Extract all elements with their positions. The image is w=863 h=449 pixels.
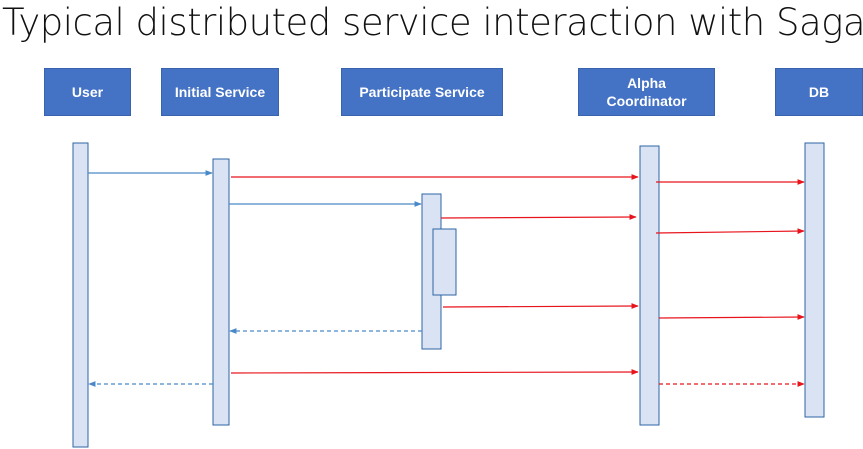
- msg-participate-to-alpha-2: [442, 303, 639, 309]
- actor-alpha-coordinator: Alpha Coordinator: [578, 68, 715, 116]
- activation-participate-service-nested: [432, 228, 457, 296]
- actor-participate-service: Participate Service: [341, 68, 503, 116]
- msg-participate-to-alpha-1: [440, 214, 637, 220]
- activation-db: [804, 142, 825, 418]
- msg-alpha-to-db-3: [658, 314, 805, 320]
- diagram-title: Typical distributed service interaction …: [2, 1, 863, 44]
- actor-db: DB: [775, 68, 863, 116]
- activation-alpha-coordinator: [639, 145, 660, 426]
- msg-alpha-to-db-2: [655, 228, 805, 234]
- actor-user: User: [44, 68, 131, 116]
- activation-user: [72, 142, 89, 448]
- activation-initial-service: [212, 158, 230, 426]
- msg-initial-to-alpha-2: [230, 369, 639, 375]
- actor-initial-service: Initial Service: [161, 68, 279, 116]
